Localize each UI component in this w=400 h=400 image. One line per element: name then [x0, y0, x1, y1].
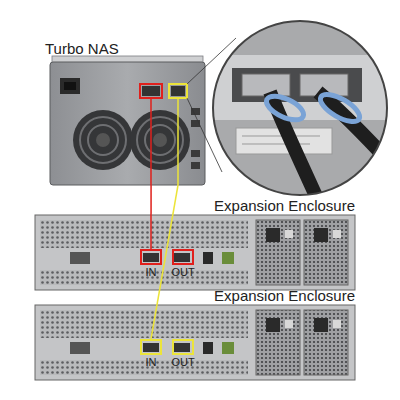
port-box: OUT [172, 339, 194, 355]
device-label: Turbo NAS [45, 40, 119, 57]
port-box: OUT [172, 249, 194, 265]
nas-illustration [50, 38, 236, 185]
nas-device: Turbo NAS [50, 62, 205, 185]
enclosure-illustration [35, 305, 355, 380]
enclosure-unit: Expansion EnclosureINOUT [35, 305, 355, 380]
zoom-callout [210, 18, 395, 205]
sas-cable [151, 185, 178, 339]
port-label: IN [146, 356, 157, 368]
port-box: IN [140, 249, 162, 265]
port-label: OUT [171, 266, 194, 278]
enclosure-unit: Expansion EnclosureINOUT [35, 215, 355, 290]
device-label: Expansion Enclosure [214, 287, 355, 304]
port-label: OUT [171, 356, 194, 368]
port-box: IN [140, 339, 162, 355]
port-label: IN [146, 266, 157, 278]
device-label: Expansion Enclosure [214, 197, 355, 214]
sas-cable [150, 185, 152, 249]
enclosure-illustration [35, 215, 355, 290]
